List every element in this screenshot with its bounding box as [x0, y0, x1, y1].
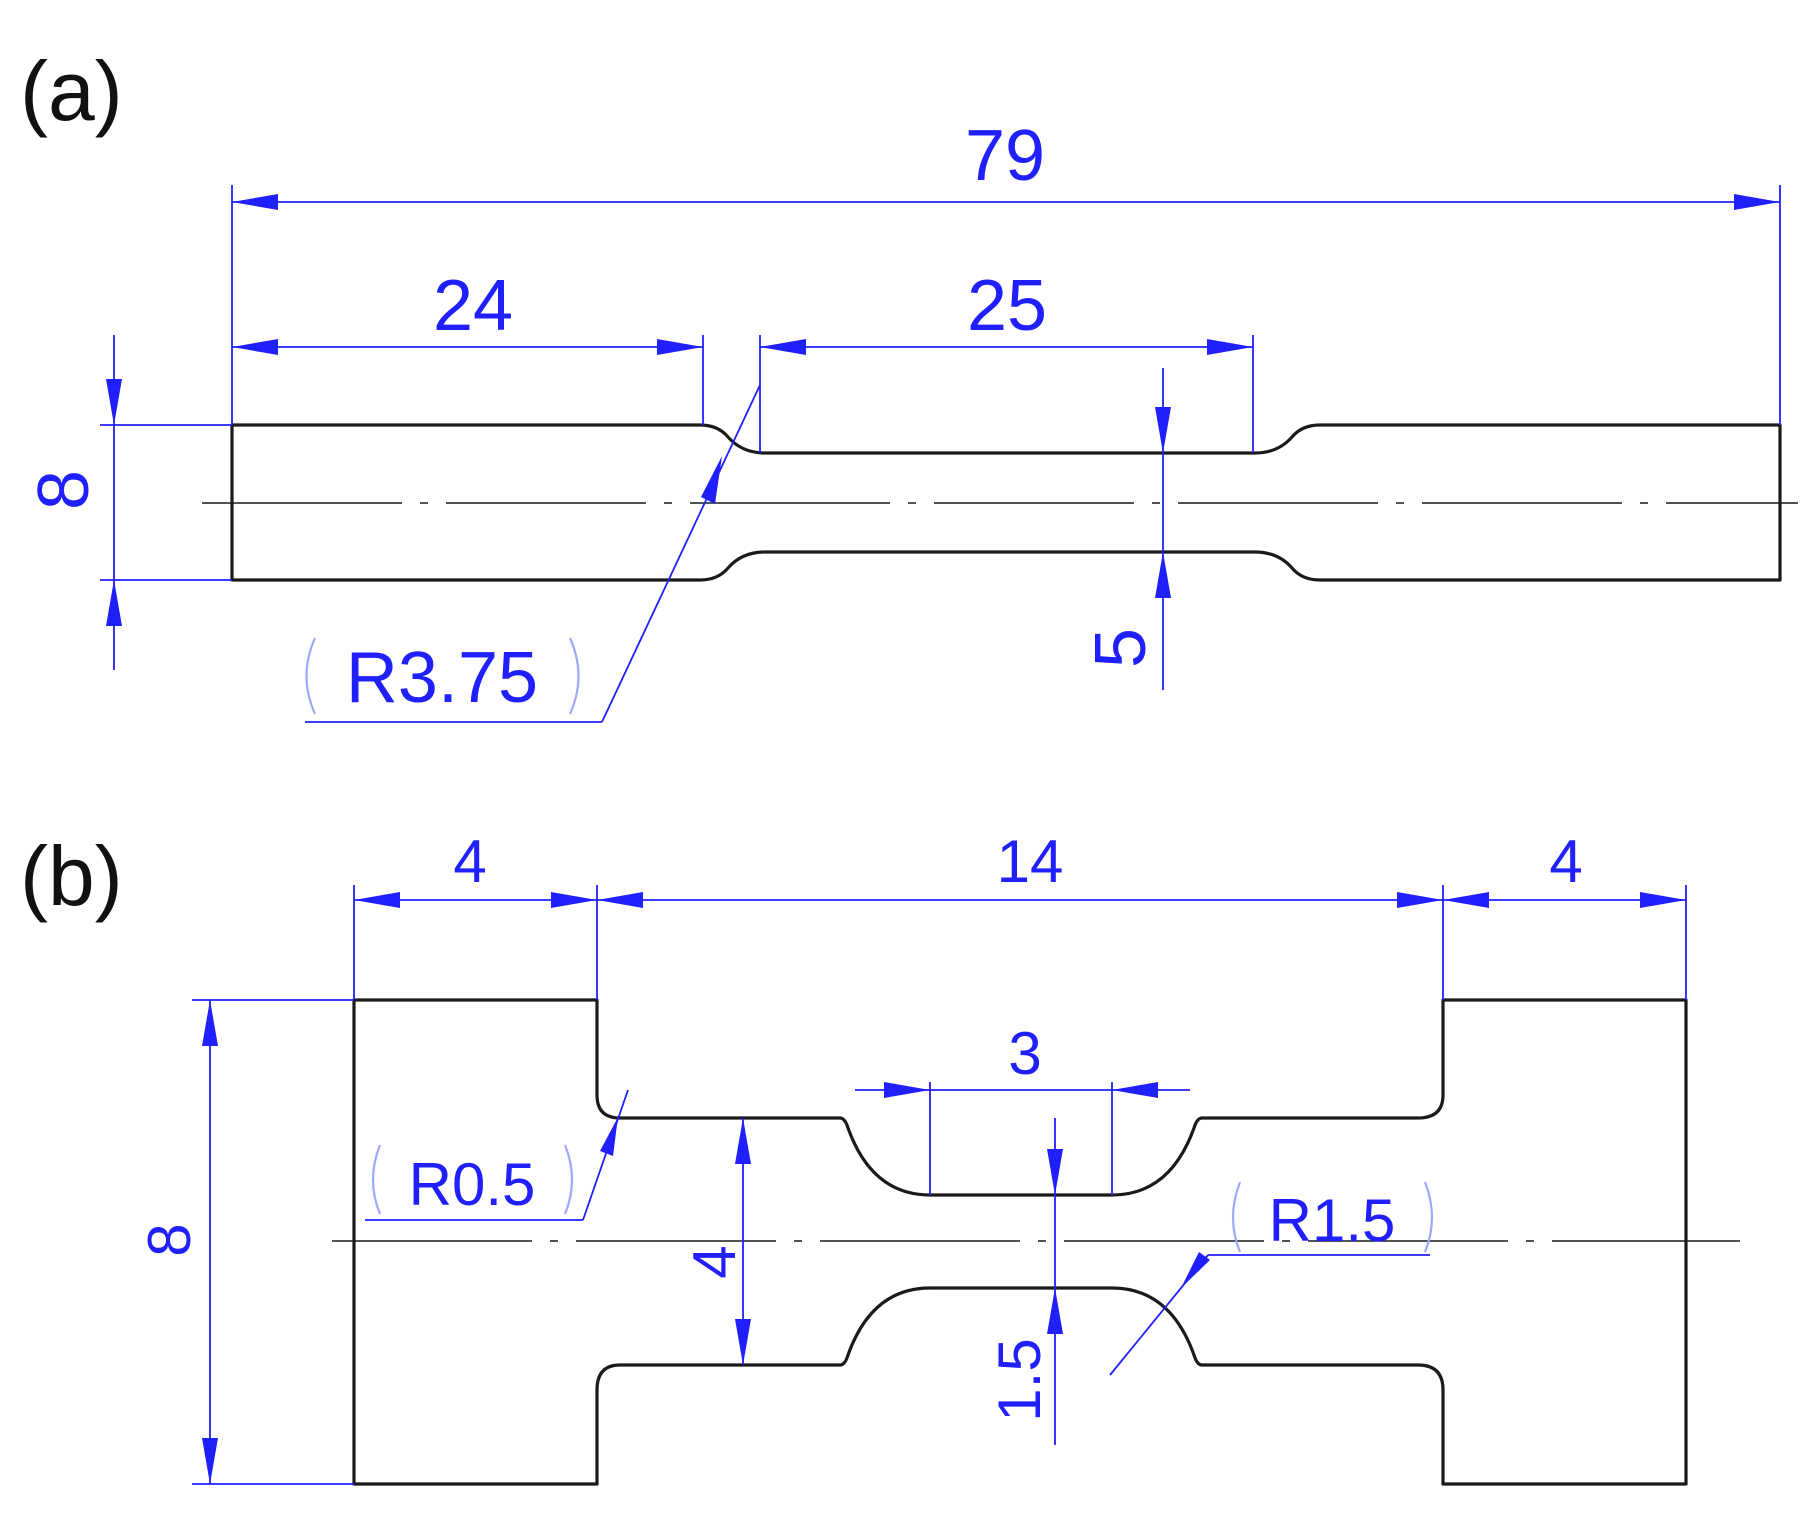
dim-gauge-width: 5: [1081, 628, 1161, 668]
panel-b-dim-gauge: 1.5: [986, 1118, 1063, 1445]
panel-b: (b) 4 14 4: [20, 828, 1740, 1486]
dim-gauge-length: 25: [967, 266, 1047, 346]
panel-b-dim-neck: 3: [855, 1020, 1190, 1195]
dim-radius-a: R3.75: [346, 638, 538, 718]
panel-a: (a) 79 24 25: [20, 44, 1798, 723]
panel-a-dim-gauge-width: 5: [1081, 368, 1171, 690]
dim-grip-length: 24: [433, 266, 513, 346]
panel-b-dim-middle: 14: [597, 828, 1443, 908]
dim-total-length: 79: [965, 116, 1045, 196]
panel-a-label: (a): [20, 44, 123, 138]
panel-b-dim-width: 8: [136, 999, 354, 1485]
dim-width: 8: [24, 470, 104, 510]
dim-gauge-width-b: 1.5: [986, 1338, 1053, 1421]
dim-radius-small: R0.5: [409, 1151, 536, 1218]
panel-a-specimen-outline: [230, 423, 1782, 582]
dim-right-grip: 4: [1549, 828, 1582, 895]
dim-neck: 3: [1008, 1020, 1041, 1087]
panel-b-radius-small: R0.5: [365, 1089, 629, 1221]
dim-shoulder-width: 4: [681, 1245, 748, 1278]
panel-a-dim-gauge: 25: [759, 266, 1254, 453]
panel-b-dim-left-grip: 4: [354, 828, 597, 908]
panel-b-label: (b): [20, 829, 123, 923]
panel-b-dim-right-grip: 4: [1443, 828, 1686, 908]
panel-a-dim-width: 8: [24, 335, 232, 670]
dim-width-b: 8: [136, 1223, 203, 1256]
panel-b-radius-large: R1.5: [1109, 1181, 1434, 1376]
panel-a-dim-grip: 24: [232, 266, 704, 425]
panel-b-dim-shoulder: 4: [681, 1118, 751, 1365]
panel-a-dim-total: 79: [231, 116, 1781, 425]
panel-b-specimen-outline: [352, 998, 1688, 1486]
panel-a-radius-label: R3.75: [305, 384, 761, 723]
dim-radius-large: R1.5: [1269, 1187, 1396, 1254]
dim-middle: 14: [997, 828, 1064, 895]
dim-left-grip: 4: [453, 828, 486, 895]
